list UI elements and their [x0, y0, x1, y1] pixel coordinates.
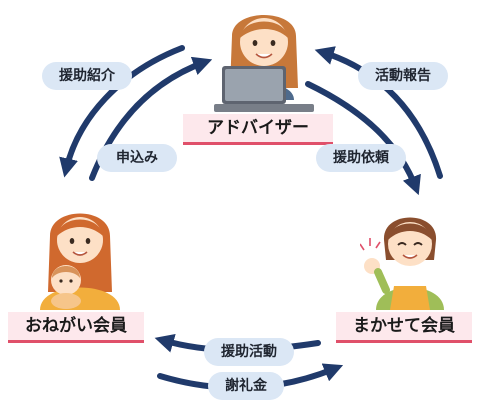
- flow-label-support-referral: 援助紹介: [42, 62, 132, 90]
- requester-with-baby-illustration: [40, 213, 120, 310]
- flow-label-thank-you-money: 謝礼金: [208, 372, 284, 400]
- role-label-adviser: アドバイザー: [183, 114, 333, 145]
- helper-illustration: [360, 217, 444, 310]
- flow-label-support-activity: 援助活動: [204, 338, 294, 366]
- role-label-requester: おねがい会員: [8, 312, 144, 343]
- flow-label-application: 申込み: [97, 144, 177, 172]
- arrow-activity-report: [314, 46, 443, 179]
- role-label-helper: まかせて会員: [336, 312, 472, 343]
- flow-label-support-request: 援助依頼: [316, 144, 406, 172]
- flow-label-activity-report: 活動報告: [358, 62, 448, 90]
- arrow-support-request: [305, 81, 421, 196]
- arrow-support-referral: [59, 45, 185, 178]
- adviser-illustration: [214, 15, 314, 112]
